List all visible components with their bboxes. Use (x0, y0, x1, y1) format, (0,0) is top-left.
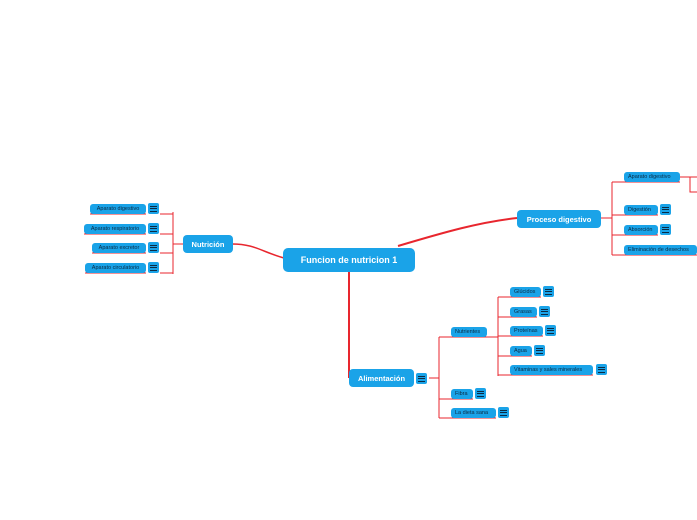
note-icon[interactable] (475, 388, 486, 399)
note-icon[interactable] (534, 345, 545, 356)
subtopic-label: Eliminación de desechos (628, 247, 689, 253)
subtopic-label: Aparato circulatorio (91, 265, 140, 271)
note-icon[interactable] (596, 364, 607, 375)
note-icon[interactable] (148, 262, 159, 273)
subtopic-label: Aparato digestivo (628, 174, 671, 180)
note-icon[interactable] (148, 203, 159, 214)
subtopic-vitaminas[interactable]: Vitaminas y sales minerales (510, 365, 593, 375)
note-icon[interactable] (148, 242, 159, 253)
note-icon[interactable] (148, 223, 159, 234)
subtopic-aparato-excretor[interactable]: Aparato excretor (92, 243, 146, 253)
topic-proceso-digestivo[interactable]: Proceso digestivo (517, 210, 601, 228)
subtopic-aparato-circulatorio[interactable]: Aparato circulatorio (85, 263, 146, 273)
subtopic-label: Digestión (628, 207, 651, 213)
note-icon[interactable] (660, 224, 671, 235)
note-icon[interactable] (416, 373, 427, 384)
topic-label: Nutrición (191, 239, 225, 249)
subtopic-label: Grasas (514, 309, 532, 315)
subtopic-label: Glúcidos (514, 289, 536, 295)
topic-nutricion[interactable]: Nutrición (183, 235, 233, 253)
subtopic-label: Aparato respiratorio (90, 226, 140, 232)
subtopic-label: Aparato digestivo (96, 206, 140, 212)
root-node[interactable]: Funcion de nutricion 1 (283, 248, 415, 272)
topic-label: Proceso digestivo (526, 214, 592, 224)
note-icon[interactable] (545, 325, 556, 336)
subtopic-label: Absorción (628, 227, 653, 233)
subtopic-nutrientes[interactable]: Nutrientes (451, 327, 487, 337)
subtopic-aparato-respiratorio[interactable]: Aparato respiratorio (84, 224, 146, 234)
subtopic-label: Agua (514, 348, 527, 354)
subtopic-label: Fibra (455, 391, 468, 397)
note-icon[interactable] (498, 407, 509, 418)
subtopic-aparato-digestivo-proceso[interactable]: Aparato digestivo (624, 172, 680, 182)
note-icon[interactable] (543, 286, 554, 297)
subtopic-aparato-digestivo[interactable]: Aparato digestivo (90, 204, 146, 214)
subtopic-agua[interactable]: Agua (510, 346, 532, 356)
subtopic-label: Vitaminas y sales minerales (514, 367, 583, 373)
subtopic-glucidos[interactable]: Glúcidos (510, 287, 541, 297)
topic-alimentacion[interactable]: Alimentación (349, 369, 414, 387)
subtopic-eliminacion-desechos[interactable]: Eliminación de desechos (624, 245, 697, 255)
topic-label: Alimentación (357, 373, 406, 383)
subtopic-grasas[interactable]: Grasas (510, 307, 537, 317)
root-label: Funcion de nutricion 1 (300, 255, 398, 265)
subtopic-label: Proteínas (514, 328, 538, 334)
subtopic-fibra[interactable]: Fibra (451, 389, 473, 399)
subtopic-digestion[interactable]: Digestión (624, 205, 658, 215)
subtopic-label: La dieta sana (455, 410, 489, 416)
subtopic-proteinas[interactable]: Proteínas (510, 326, 543, 336)
note-icon[interactable] (660, 204, 671, 215)
subtopic-label: Nutrientes (455, 329, 481, 335)
subtopic-label: Aparato excretor (98, 245, 140, 251)
subtopic-dieta-sana[interactable]: La dieta sana (451, 408, 496, 418)
subtopic-absorcion[interactable]: Absorción (624, 225, 658, 235)
note-icon[interactable] (539, 306, 550, 317)
